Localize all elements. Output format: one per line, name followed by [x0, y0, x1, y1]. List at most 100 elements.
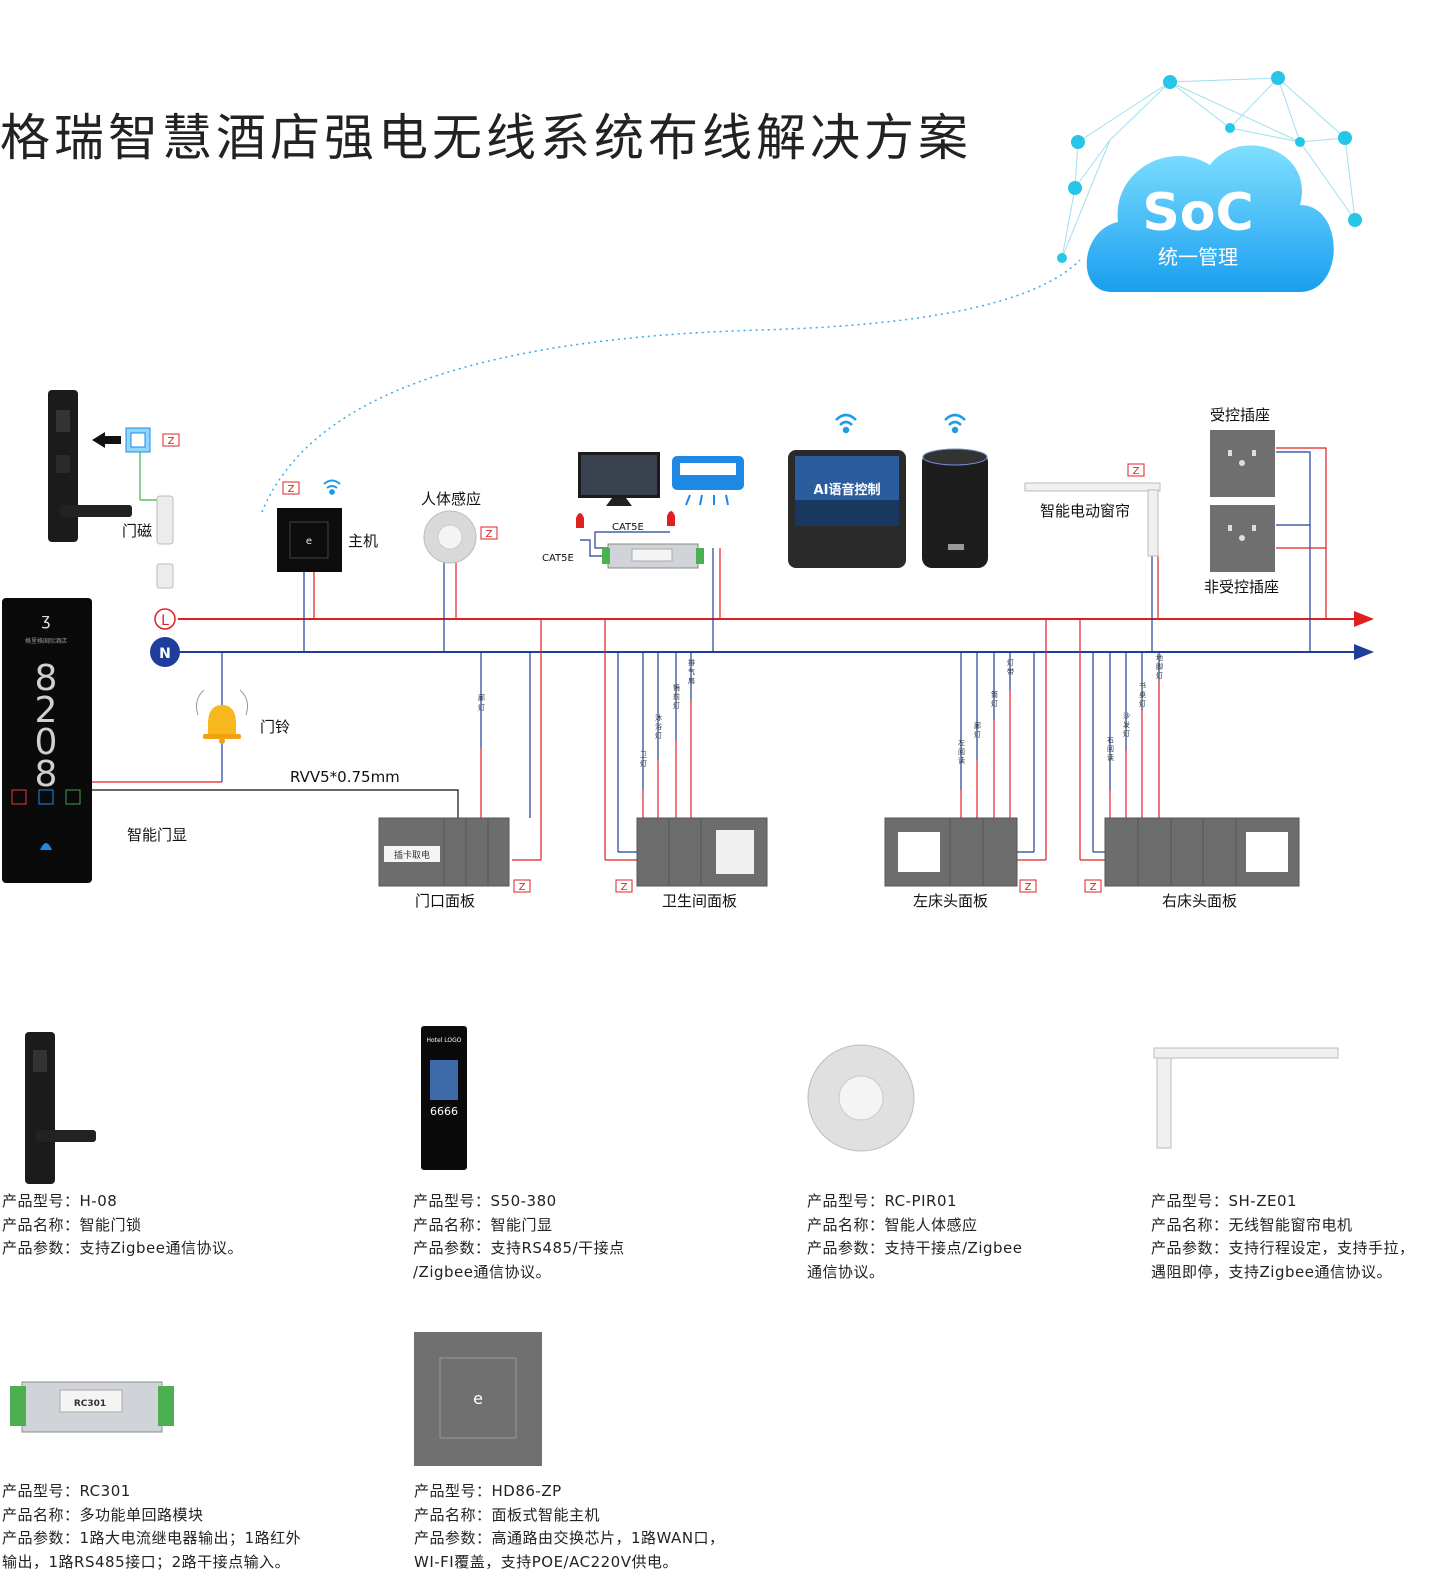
controlled-socket-image: [1210, 430, 1275, 497]
cloud-small-text: 统一管理: [1158, 245, 1238, 269]
svg-text:灯: 灯: [991, 699, 998, 708]
product-params: 产品参数：支持Zigbee通信协议。: [2, 1239, 243, 1257]
product-desc-curtain: 产品型号：SH-ZE01 产品名称：无线智能窗帘电机 产品参数：支持行程设定，支…: [1151, 1190, 1415, 1284]
curtain-label: 智能电动窗帘: [1040, 502, 1130, 520]
page-title: 格瑞智慧酒店强电无线系统布线解决方案: [0, 109, 972, 167]
svg-text:格里格国际酒店: 格里格国际酒店: [25, 637, 67, 645]
circuit-tick-labels: 廊灯 卫灯 沐浴灯 镜前灯 排气扇 左阅读 廊灯 筒灯 灯带 右阅读 沙发灯 书…: [478, 653, 1163, 768]
smart-speaker-image: [922, 448, 988, 568]
svg-text:阅: 阅: [1107, 745, 1114, 753]
door-panel-label: 门口面板: [415, 892, 475, 910]
svg-text:廊: 廊: [478, 693, 485, 702]
product-name: 产品名称：智能门锁: [2, 1215, 142, 1234]
wiring-diagram: SoC 统一管理 L N: [2, 71, 1374, 910]
uncontrolled-socket-label: 非受控插座: [1204, 578, 1279, 596]
product-rc301-image: RC301: [10, 1381, 174, 1433]
svg-text:读: 读: [958, 756, 965, 765]
svg-text:灯: 灯: [478, 703, 485, 712]
product-desc-hd86: 产品型号：HD86-ZP 产品名称：面板式智能主机 产品参数：高通路由交换芯片，…: [414, 1480, 725, 1574]
door-panel-image: 插卡取电: [378, 817, 510, 887]
right-panel-label: 右床头面板: [1162, 892, 1237, 910]
svg-text:地: 地: [1156, 653, 1163, 662]
doorbell-icon: [196, 689, 248, 744]
product-model: 产品型号：RC-PIR01: [807, 1192, 958, 1210]
svg-text:右: 右: [1107, 735, 1114, 744]
live-label: L: [161, 613, 169, 629]
rc301-module-image: [602, 543, 704, 569]
product-curtain-image: [1153, 1047, 1339, 1149]
door-sensor-module-icon: [92, 427, 151, 453]
zigbee-badges: Z Z Z Z Z Z Z Z: [162, 433, 1145, 893]
product-host-image: e: [414, 1332, 542, 1466]
product-door-display-image: Hotel LOGO 6666: [421, 1026, 467, 1170]
svg-text:e: e: [306, 536, 312, 547]
svg-text:带: 带: [1007, 668, 1014, 676]
product-lock-image: [25, 1032, 96, 1184]
svg-text:Z: Z: [486, 529, 493, 540]
neutral-label: N: [159, 646, 171, 662]
product-pir-image: [807, 1044, 915, 1152]
product-name: 产品名称：智能人体感应: [807, 1215, 978, 1234]
svg-text:排: 排: [688, 658, 695, 667]
product-desc-s50: 产品型号：S50-380 产品名称：智能门显 产品参数：支持RS485/干接点 …: [413, 1190, 625, 1284]
product-desc-rc301: 产品型号：RC301 产品名称：多功能单回路模块 产品参数：1路大电流继电器输出…: [2, 1480, 301, 1574]
svg-text:扇: 扇: [688, 676, 695, 685]
product-name: 产品名称：智能门显: [413, 1215, 553, 1234]
ai-screen-speaker-image: AI语音控制: [788, 450, 906, 568]
ir-emitter-icon: [576, 511, 675, 528]
product-params: 遇阻即停，支持Zigbee通信协议。: [1151, 1262, 1392, 1281]
left-bed-panel-image: [884, 817, 1018, 887]
svg-text:ʒ: ʒ: [41, 610, 50, 629]
product-params: 产品参数：支持行程设定，支持手拉，: [1151, 1239, 1415, 1257]
cloud-big-text: SoC: [1142, 183, 1253, 243]
svg-text:阅: 阅: [958, 748, 965, 756]
svg-text:Z: Z: [621, 882, 628, 893]
bath-panel-label: 卫生间面板: [662, 892, 737, 910]
svg-text:沙: 沙: [1123, 712, 1130, 720]
svg-text:桌: 桌: [1139, 690, 1146, 699]
svg-text:卫: 卫: [640, 751, 647, 759]
svg-text:灯: 灯: [1139, 699, 1146, 708]
product-params: WI-FI覆盖，支持POE/AC220V供电。: [414, 1552, 678, 1571]
curtain-motor-image: [1024, 482, 1161, 557]
soc-cloud: SoC 统一管理: [261, 71, 1362, 513]
controlled-socket-label: 受控插座: [1210, 406, 1270, 424]
svg-text:发: 发: [1123, 720, 1130, 729]
svg-text:Z: Z: [1133, 466, 1140, 477]
door-display-label: 智能门显: [127, 826, 187, 844]
svg-text:灯: 灯: [974, 730, 981, 739]
card-slot-text: 插卡取电: [394, 849, 430, 861]
pir-sensor-image: [423, 510, 477, 564]
cable-label: RVV5*0.75mm: [290, 768, 400, 786]
svg-text:灯: 灯: [1007, 658, 1014, 667]
svg-text:8: 8: [35, 658, 58, 699]
svg-text:Z: Z: [519, 882, 526, 893]
bath-panel-image: [636, 817, 768, 887]
svg-text:镜: 镜: [673, 683, 680, 692]
drop-wires: [92, 447, 1327, 861]
air-conditioner-image: [672, 456, 744, 506]
tv-image: [578, 452, 660, 506]
svg-text:Z: Z: [1025, 882, 1032, 893]
product-model: 产品型号：S50-380: [413, 1192, 557, 1210]
uncontrolled-socket-image: [1210, 505, 1275, 572]
product-name: 产品名称：多功能单回路模块: [2, 1505, 204, 1524]
cat5e-label-b: CAT5E: [542, 553, 574, 564]
product-model: 产品型号：SH-ZE01: [1151, 1192, 1298, 1210]
svg-text:Z: Z: [1090, 882, 1097, 893]
product-desc-h08: 产品型号：H-08 产品名称：智能门锁 产品参数：支持Zigbee通信协议。: [2, 1190, 243, 1261]
product-params: 产品参数：支持干接点/Zigbee: [807, 1239, 1023, 1257]
product-screen-number: 6666: [430, 1105, 458, 1118]
svg-text:筒: 筒: [991, 690, 998, 699]
pir-label: 人体感应: [421, 490, 481, 508]
svg-text:灯: 灯: [1123, 729, 1130, 738]
cat5e-label-a: CAT5E: [612, 522, 644, 533]
product-images: Hotel LOGO 6666 RC301 e: [10, 1026, 1339, 1466]
svg-text:沐: 沐: [655, 713, 662, 722]
product-model: 产品型号：H-08: [2, 1192, 118, 1210]
product-params: 输出，1路RS485接口；2路干接点输入。: [2, 1552, 291, 1571]
product-name: 产品名称：面板式智能主机: [414, 1505, 601, 1524]
product-params: /Zigbee通信协议。: [413, 1262, 551, 1281]
svg-text:Z: Z: [168, 436, 175, 447]
